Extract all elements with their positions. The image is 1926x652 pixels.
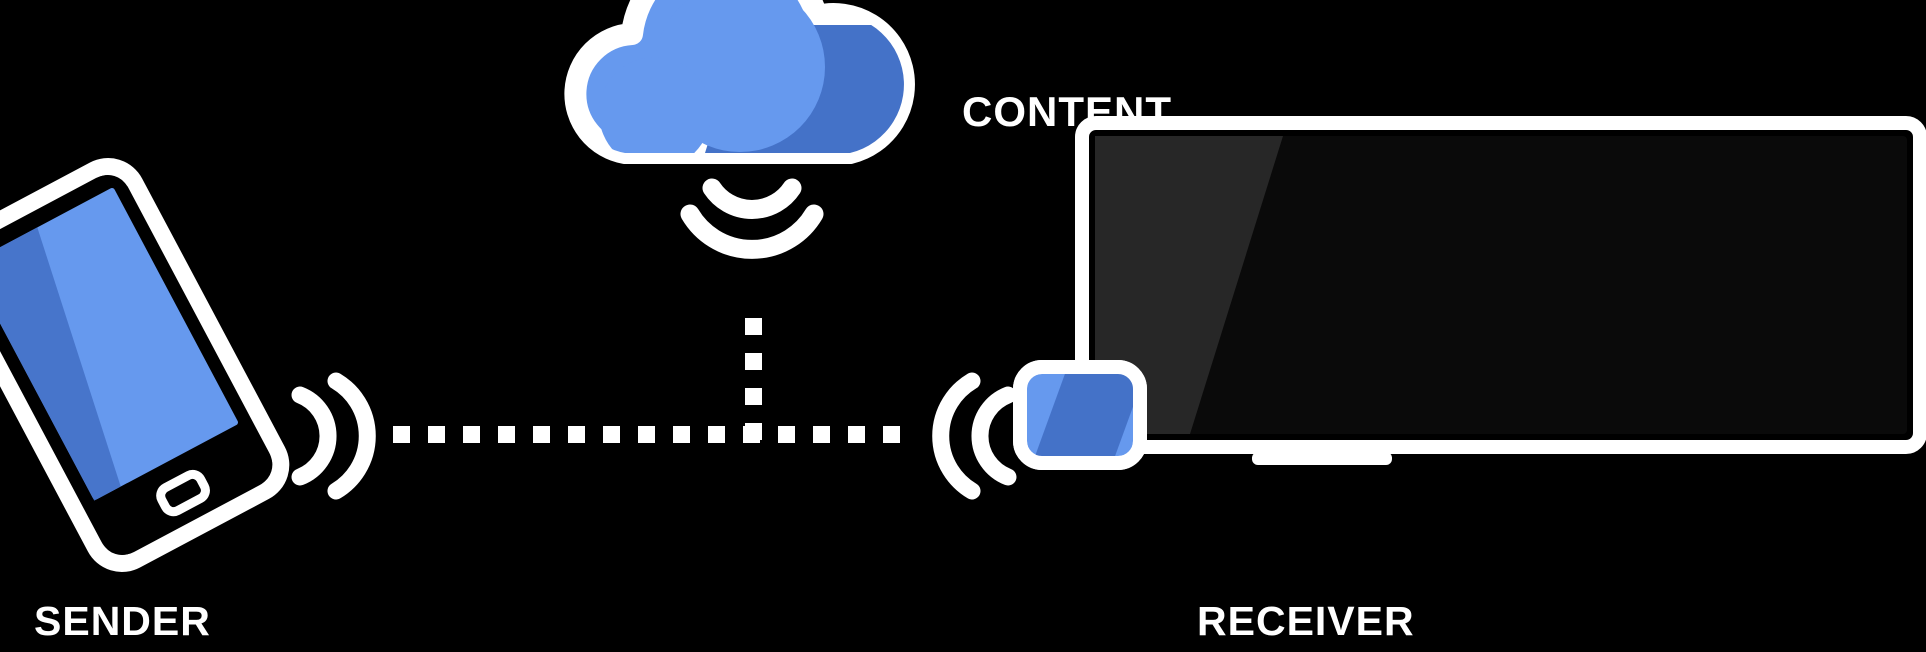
television-icon[interactable] [1075, 116, 1926, 465]
smartphone-home-button[interactable] [156, 469, 210, 517]
link-dot [745, 318, 762, 335]
link-dot [638, 426, 655, 443]
link-dot [463, 426, 480, 443]
wifi-waves-icon-receiver [932, 372, 1017, 500]
link-dot [745, 423, 762, 440]
content-label: CONTENT [962, 88, 1172, 135]
link-dot [673, 426, 690, 443]
link-dot [603, 426, 620, 443]
television-stand [1252, 452, 1392, 465]
wifi-waves-icon-sender [291, 372, 376, 500]
link-dot [393, 426, 410, 443]
sender-label: SENDER [34, 598, 211, 644]
link-dot [428, 426, 445, 443]
smartphone-screen-shade [0, 227, 121, 501]
cloud-icon[interactable] [564, 0, 935, 185]
tablet-icon[interactable] [1013, 360, 1150, 470]
smartphone-icon[interactable] [0, 156, 291, 574]
smartphone-bezel [0, 158, 290, 572]
link-dot [848, 426, 865, 443]
receiver-label: RECEIVER [1197, 598, 1415, 644]
wifi-waves-icon-cloud [680, 178, 824, 259]
link-dot [533, 426, 550, 443]
television-screen [1095, 136, 1907, 434]
link-dot [708, 426, 725, 443]
tablet-screen-shade [1030, 367, 1140, 463]
television-screen-reflection [1095, 136, 1283, 434]
link-dot [745, 388, 762, 405]
link-dot [813, 426, 830, 443]
tablet-bezel [1013, 360, 1147, 470]
link-dot [778, 426, 795, 443]
link-dot [568, 426, 585, 443]
link-dot [745, 353, 762, 370]
link-dot [883, 426, 900, 443]
link-dot [498, 426, 515, 443]
